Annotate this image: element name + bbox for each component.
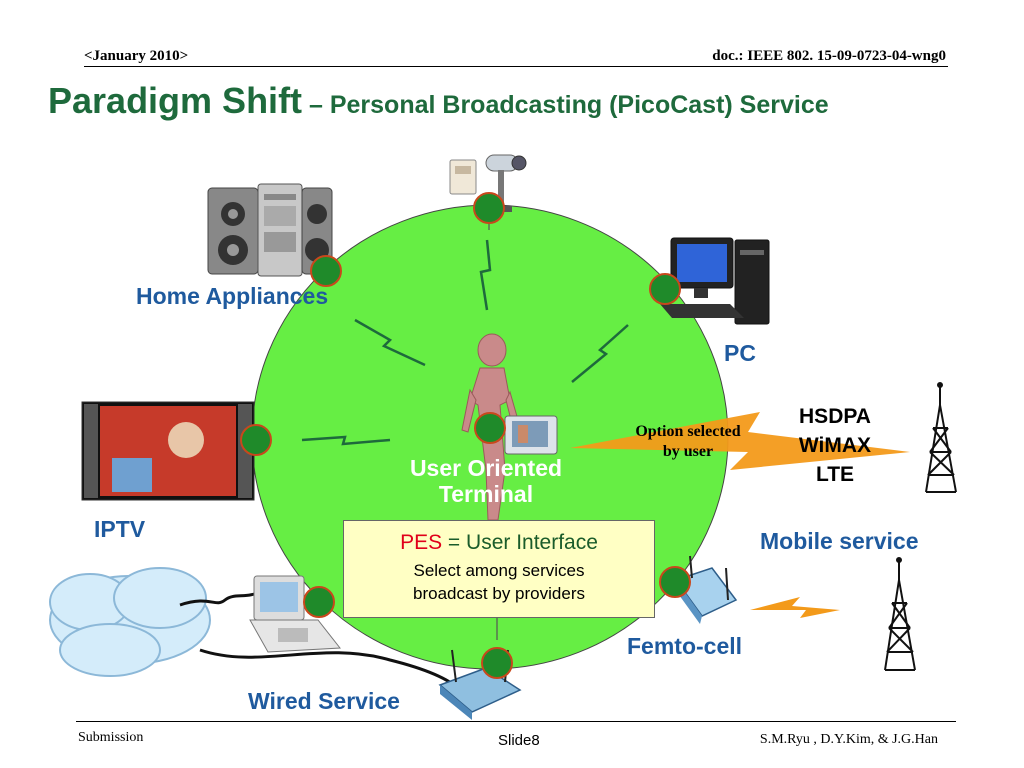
user-terminal-line1: User Oriented xyxy=(409,455,563,481)
footer-submission: Submission xyxy=(78,730,144,745)
option-caption: Option selected by user xyxy=(604,422,772,462)
lightning-icon xyxy=(571,324,629,383)
option-beam xyxy=(570,412,910,470)
footer-authors: S.M.Ryu , D.Y.Kim, & J.G.Han xyxy=(759,732,938,747)
tech-hsdpa: HSDPA xyxy=(799,405,871,428)
user-terminal-line2: Terminal xyxy=(438,481,534,507)
node-camera xyxy=(473,192,505,224)
label-user-terminal: User Oriented Terminal xyxy=(380,455,592,507)
pes-line3: broadcast by providers xyxy=(413,584,585,603)
node-iptv xyxy=(240,424,272,456)
security-camera-icon xyxy=(449,154,527,212)
lightning-icon xyxy=(354,318,426,367)
header-divider xyxy=(84,66,948,67)
pes-heading: PES = User Interface xyxy=(344,531,654,555)
mobile-beam xyxy=(750,597,840,618)
title-main: Paradigm Shift xyxy=(48,80,303,121)
label-mobile-service: Mobile service xyxy=(760,528,919,554)
iptv-icon xyxy=(81,401,255,501)
footer-slide-number: Slide8 xyxy=(498,732,540,749)
node-home-appliances xyxy=(310,255,342,287)
cell-tower-icon xyxy=(925,382,957,493)
handheld-terminal-icon xyxy=(504,415,558,455)
video-phone-icon xyxy=(249,575,341,653)
title-sub: – Personal Broadcasting (PicoCast) Servi… xyxy=(302,91,829,119)
option-line1: Option selected xyxy=(635,423,741,440)
slide-title: Paradigm Shift – Personal Broadcasting (… xyxy=(48,80,829,122)
header-doc-id: doc.: IEEE 802. 15-09-0723-04-wng0 xyxy=(712,48,946,64)
wired-cable xyxy=(199,648,462,692)
stereo-icon xyxy=(207,183,333,277)
tech-list: HSDPA WiMAX LTE xyxy=(780,402,890,489)
option-line2: by user xyxy=(662,443,714,460)
label-iptv: IPTV xyxy=(94,516,146,542)
label-pc: PC xyxy=(724,340,756,366)
node-video-phone xyxy=(303,586,335,618)
label-femto-cell: Femto-cell xyxy=(627,633,743,659)
wired-cable xyxy=(179,588,263,607)
node-user-terminal xyxy=(474,412,506,444)
tech-lte: LTE xyxy=(815,463,855,486)
pc-icon xyxy=(660,237,770,325)
node-pc xyxy=(649,273,681,305)
label-wired-service: Wired Service xyxy=(248,688,400,714)
cell-tower-icon xyxy=(884,557,916,671)
header-date: <January 2010> xyxy=(84,48,189,64)
internet-cloud-icon xyxy=(49,567,211,677)
pes-description: Select among services broadcast by provi… xyxy=(344,559,654,605)
node-wired-router xyxy=(481,647,513,679)
label-home-appliances: Home Appliances xyxy=(136,283,329,309)
pes-callout: PES = User Interface Select among servic… xyxy=(343,520,655,618)
tech-wimax: WiMAX xyxy=(798,434,872,457)
lightning-icon xyxy=(479,239,492,311)
pes-term: PES xyxy=(400,531,443,554)
lightning-icon xyxy=(301,435,391,446)
pes-definition: = User Interface xyxy=(442,531,598,554)
node-femto-cell xyxy=(659,566,691,598)
footer-divider xyxy=(76,721,956,722)
pes-line2: Select among services xyxy=(413,561,585,580)
